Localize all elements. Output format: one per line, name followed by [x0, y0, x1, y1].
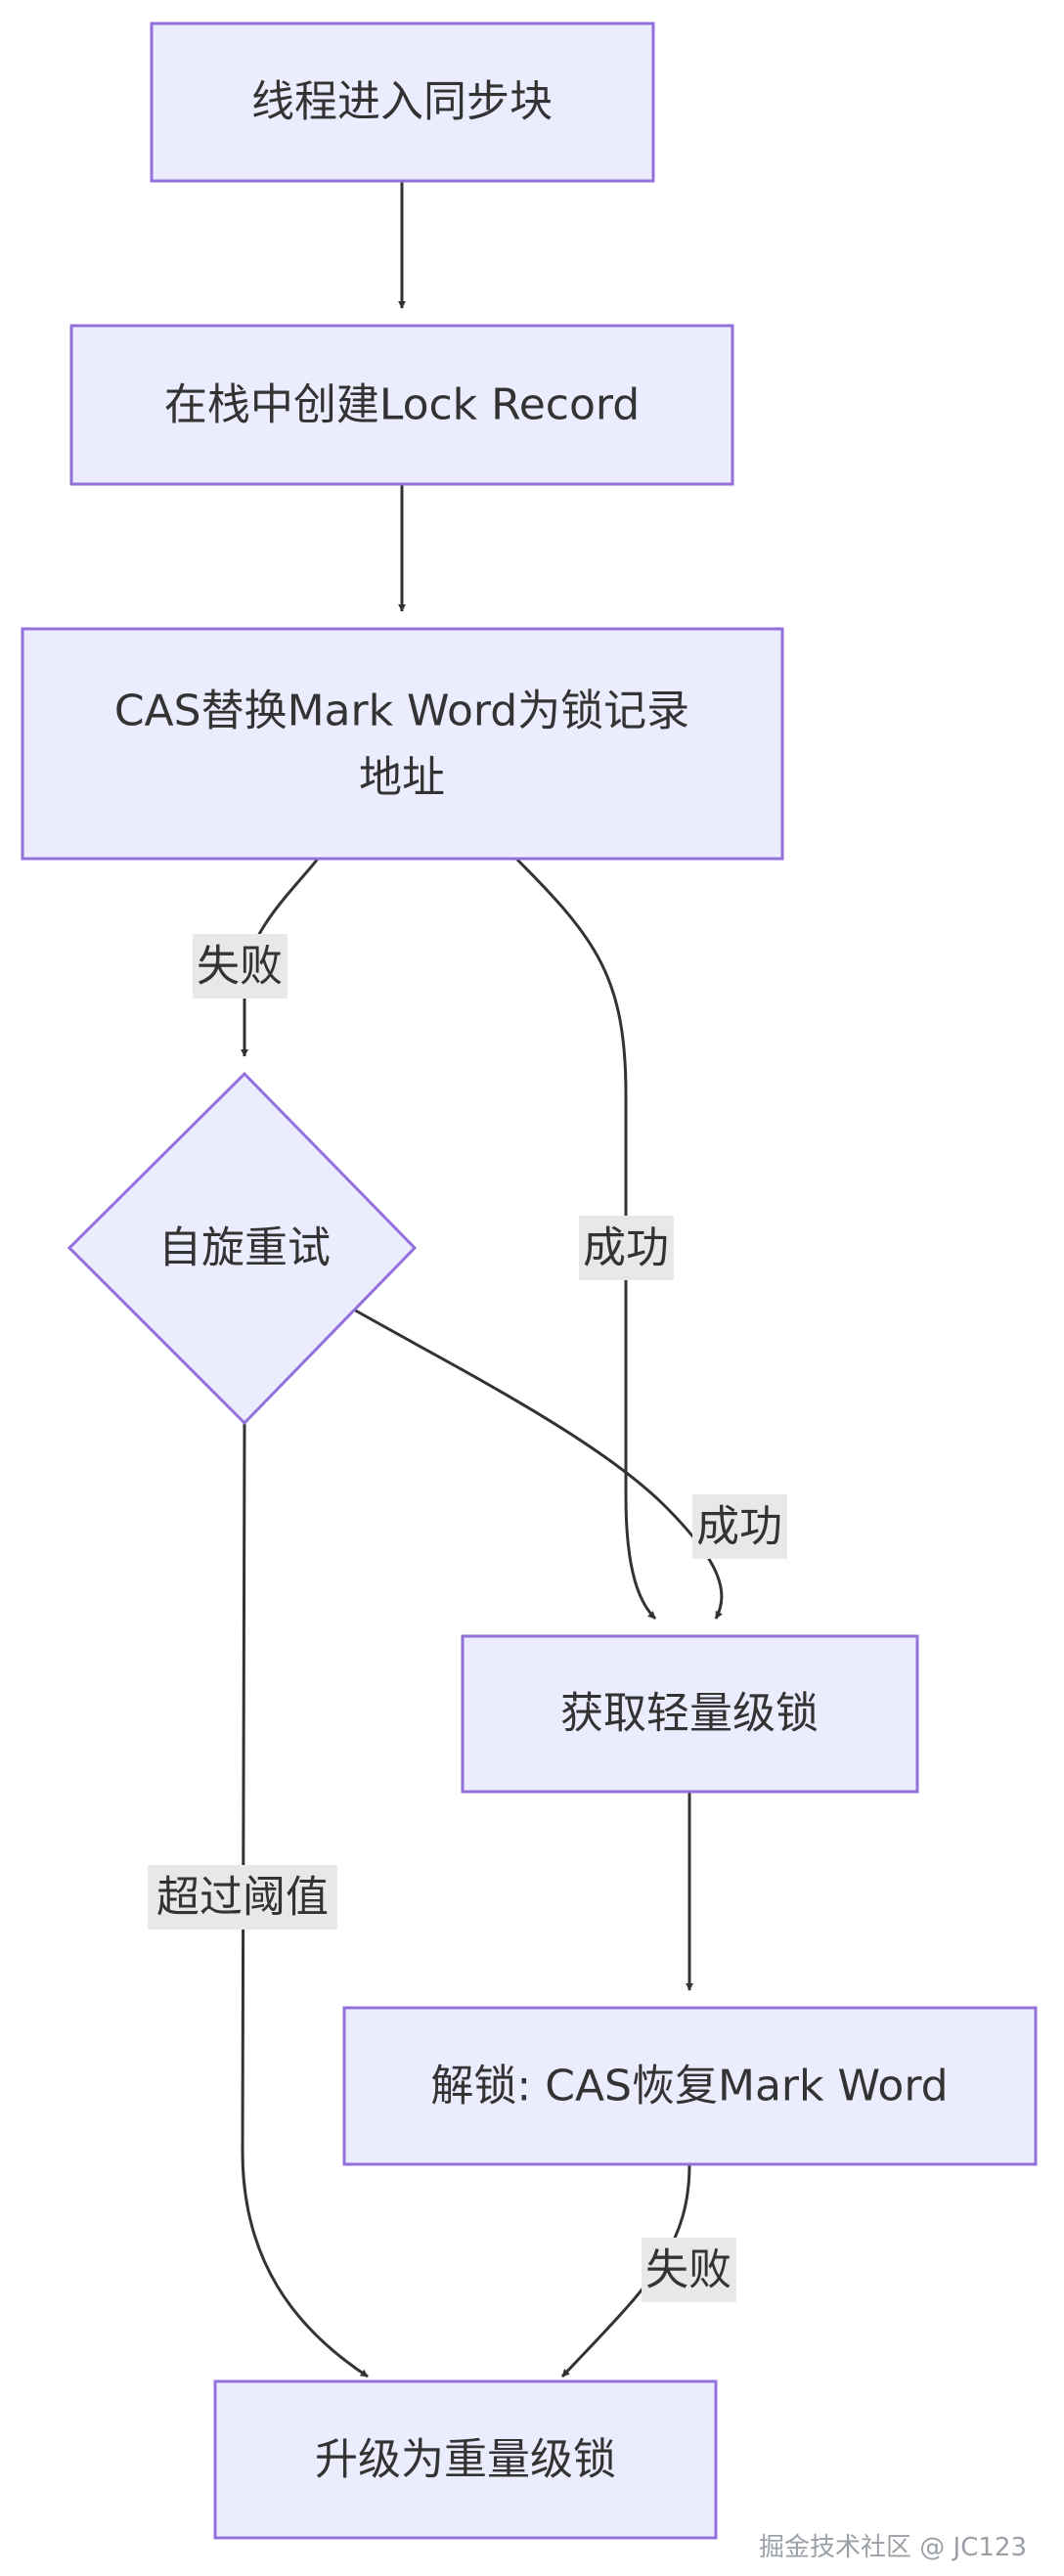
node-acquire-lightweight-label: 获取轻量级锁 [560, 1689, 819, 1739]
node-unlock-cas-label: 解锁: CAS恢复Mark Word [430, 2062, 948, 2111]
edge-cas-success-to-acquire [514, 857, 657, 1621]
node-upgrade-heavyweight-label: 升级为重量级锁 [315, 2435, 616, 2485]
node-spin-retry: 自旋重试 [66, 1071, 418, 1426]
node-create-lock-record-label: 在栈中创建Lock Record [164, 380, 640, 430]
node-create-lock-record: 在栈中创建Lock Record [69, 324, 734, 486]
edge-label-cas-success-text: 成功 [583, 1223, 669, 1273]
edge-spin-success-to-acquire [351, 1307, 724, 1620]
edge-label-cas-fail-text: 失败 [197, 942, 283, 992]
edge-label-spin-success-text: 成功 [696, 1502, 782, 1552]
node-enter-sync: 线程进入同步块 [150, 22, 655, 183]
edge-spin-exceed-to-upgrade [241, 1422, 369, 2378]
edge-label-spin-exceed-text: 超过阈值 [156, 1873, 329, 1923]
node-unlock-cas: 解锁: CAS恢复Mark Word [342, 2006, 1038, 2166]
node-acquire-lightweight: 获取轻量级锁 [461, 1634, 919, 1794]
edge-label-spin-success: 成功 [692, 1494, 787, 1559]
edge-label-unlock-fail-text: 失败 [645, 2245, 732, 2295]
watermark: 掘金技术社区 @ JC123 [759, 2533, 1027, 2562]
node-enter-sync-label: 线程进入同步块 [251, 77, 553, 127]
edge-label-cas-fail: 失败 [193, 934, 288, 999]
edge-label-cas-success: 成功 [579, 1216, 674, 1280]
edges [241, 181, 724, 2378]
node-cas-replace: CAS替换Mark Word为锁记录 地址 [21, 627, 784, 861]
edge-label-unlock-fail: 失败 [642, 2238, 736, 2302]
edge-label-spin-exceed: 超过阈值 [148, 1865, 337, 1930]
node-spin-retry-label: 自旋重试 [158, 1223, 331, 1273]
node-upgrade-heavyweight: 升级为重量级锁 [213, 2379, 718, 2540]
node-cas-replace-label-line1: CAS替换Mark Word为锁记录 [114, 687, 689, 736]
node-cas-replace-label-line2: 地址 [359, 753, 445, 803]
